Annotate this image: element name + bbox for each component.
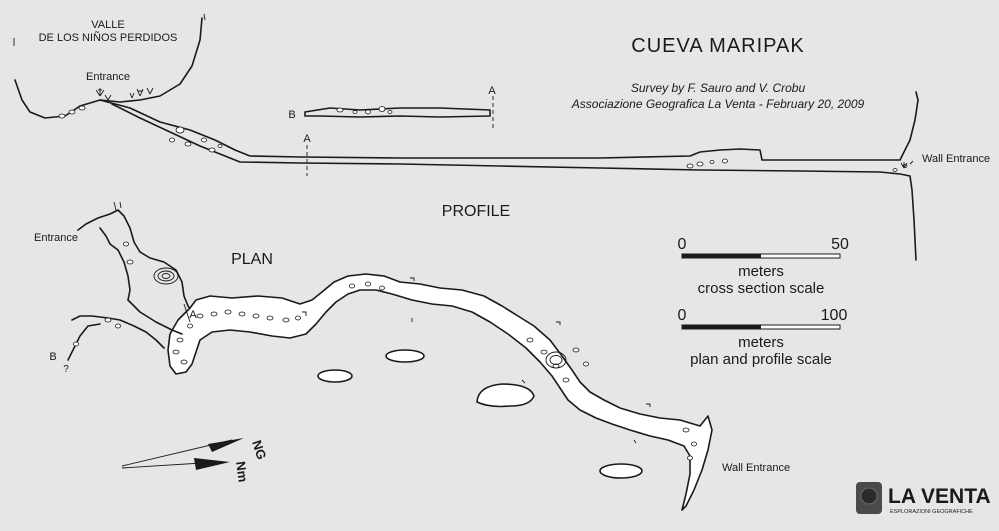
profile-section-a-label: A [303, 133, 311, 145]
north-magnetic-label: Nm [233, 460, 251, 483]
cross-section-ab [304, 96, 494, 130]
plan-wall-entrance-label: Wall Entrance [722, 462, 790, 474]
plan-scale-end: 100 [821, 307, 848, 324]
rock-block [317, 369, 353, 383]
profile-heading: PROFILE [442, 203, 510, 220]
logo-tagline: ESPLORAZIONI GEOGRAFICHE [890, 509, 973, 515]
scale-bar-plan-profile: 0 100 meters plan and profile scale [678, 307, 848, 368]
wall-entrance-vegetation [900, 160, 914, 169]
profile-wall-entrance-label: Wall Entrance [922, 153, 990, 165]
map-title: CUEVA MARIPAK [631, 35, 804, 57]
plan-section-a-label: A [189, 309, 197, 321]
credits-line-1: Survey by F. Sauro and V. Crobu [631, 81, 806, 95]
credits-line-2: Associazione Geografica La Venta - Febru… [571, 97, 865, 111]
cross-scale-end: 50 [831, 236, 849, 253]
cliff-top-mark [203, 13, 206, 21]
cross-section-rubble [336, 106, 393, 115]
profile-floor [111, 103, 917, 261]
plan-branch-b-lower [67, 323, 101, 361]
cross-section-outline [304, 107, 491, 118]
rock-block [385, 349, 425, 363]
cross-scale-unit: meters [738, 263, 784, 280]
valle-label-line-2: DE LOS NIÑOS PERDIDOS [39, 31, 178, 44]
plan-entrance-wall [77, 209, 205, 325]
magnetic-north-arrow [121, 458, 230, 470]
valle-label-line-1: VALLE [91, 19, 124, 31]
valley-slope [14, 17, 203, 119]
profile-section [13, 13, 919, 261]
la-venta-logo: LA VENTA ESPLORAZIONI GEOGRAFICHE [856, 482, 991, 515]
plan-section-b-label: B [49, 351, 56, 363]
north-geographic-label: NG [249, 438, 269, 461]
plan-heading: PLAN [231, 251, 273, 268]
cross-scale-caption: cross section scale [698, 280, 825, 297]
plan-scale-start: 0 [678, 307, 687, 324]
profile-entrance-label: Entrance [86, 71, 130, 83]
profile-rubble [58, 105, 908, 172]
plan-main-passage [167, 273, 713, 511]
rock-block [476, 383, 535, 408]
plan-entrance-label: Entrance [34, 232, 78, 244]
profile-ceiling [99, 91, 919, 161]
logo-emblem-head [860, 487, 878, 505]
rock-blocks [317, 349, 643, 479]
plan-branch-link [127, 299, 183, 335]
scale-bar-cross-section: 0 50 meters cross section scale [678, 236, 849, 297]
north-arrows: NG Nm [121, 438, 269, 483]
plan-section-a-mark [183, 303, 191, 323]
plan-section [67, 201, 713, 511]
rock-block [599, 463, 643, 479]
plan-branch-b [71, 315, 165, 349]
plan-contours [153, 267, 567, 369]
vegetation [95, 87, 154, 101]
plan-entrance-branch [99, 227, 131, 301]
geographic-north-arrow [121, 438, 244, 467]
plan-ticks [113, 201, 651, 444]
cross-section-a-label: A [488, 85, 496, 97]
cross-section-b-label: B [288, 109, 295, 121]
plan-section-b-query: ? [63, 364, 69, 375]
plan-scale-unit: meters [738, 334, 784, 351]
plan-rubble [73, 241, 697, 461]
logo-name: LA VENTA [888, 485, 991, 508]
plan-scale-caption: plan and profile scale [690, 351, 832, 368]
cross-scale-start: 0 [678, 236, 687, 253]
